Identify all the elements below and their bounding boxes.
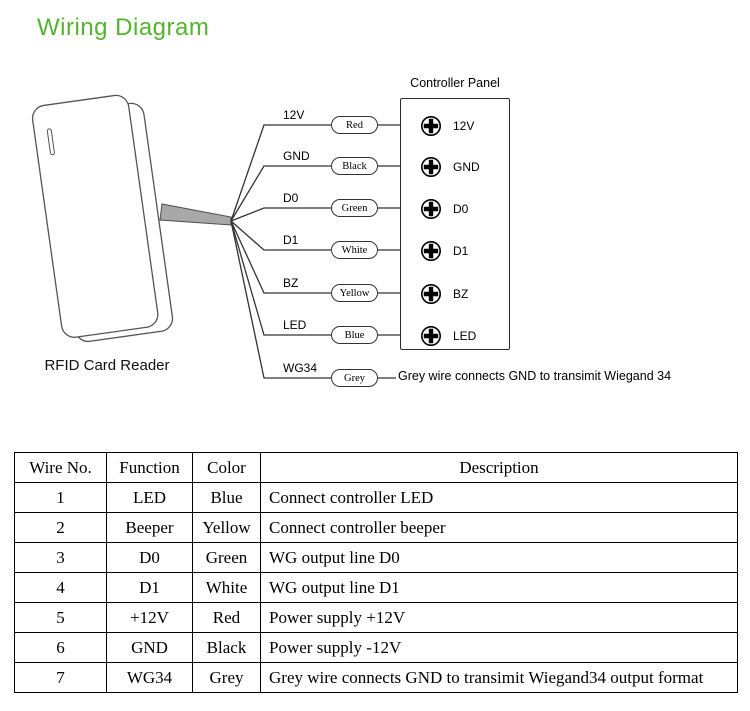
wire-line-wg34 <box>230 220 396 379</box>
table-cell-description: WG output line D1 <box>260 572 738 603</box>
table-cell-function: LED <box>106 482 193 513</box>
table-cell-color: Yellow <box>192 512 261 543</box>
screw-terminal-icon <box>421 157 441 177</box>
terminal-label: LED <box>453 329 477 343</box>
wire-signal-label: LED <box>283 318 307 332</box>
table-cell-function: Beeper <box>106 512 193 543</box>
table-cell-wire-no: 5 <box>14 602 107 633</box>
wire-signal-label: WG34 <box>283 361 318 375</box>
wiring-diagram: 12V GND D0 D1 BZ LED WG34 Red Black Gree… <box>0 68 750 500</box>
table-cell-color: Green <box>192 542 261 573</box>
screw-terminal-icon <box>421 326 441 346</box>
table-cell-wire-no: 3 <box>14 542 107 573</box>
table-header-description: Description <box>260 452 738 483</box>
table-header-wire-no: Wire No. <box>14 452 107 483</box>
wire-line-d1 <box>230 220 400 251</box>
table-header-function: Function <box>106 452 193 483</box>
screw-terminal-icon <box>421 241 441 261</box>
table-row: 5 +12V Red Power supply +12V <box>14 602 738 633</box>
table-cell-wire-no: 4 <box>14 572 107 603</box>
table-cell-color: Red <box>192 602 261 633</box>
terminal-row: BZ <box>420 283 468 305</box>
terminal-row: D1 <box>420 240 468 262</box>
table-cell-color: White <box>192 572 261 603</box>
wire-color-pill: Grey <box>331 369 378 387</box>
wire-signal-label: D0 <box>283 191 299 205</box>
table-row: 3 D0 Green WG output line D0 <box>14 542 738 573</box>
wire-signal-label: BZ <box>283 276 299 290</box>
wire-line-led <box>230 220 400 336</box>
wiring-table-section: Wire No. Function Color Description 1 LE… <box>14 452 738 693</box>
terminal-row: LED <box>420 325 476 347</box>
table-header-row: Wire No. Function Color Description <box>14 452 738 483</box>
wire-color-pill: Red <box>331 116 378 134</box>
table-cell-function: D1 <box>106 572 193 603</box>
wire-color-pill: Green <box>331 199 378 217</box>
table-row: 7 WG34 Grey Grey wire connects GND to tr… <box>14 662 738 693</box>
wire-line-12v <box>230 124 400 222</box>
table-row: 4 D1 White WG output line D1 <box>14 572 738 603</box>
cable <box>159 203 232 226</box>
wire-color-pill: Blue <box>331 326 378 344</box>
terminal-row: GND <box>420 156 480 178</box>
screw-terminal-icon <box>421 116 441 136</box>
page-title: Wiring Diagram <box>37 14 210 41</box>
table-row: 6 GND Black Power supply -12V <box>14 632 738 663</box>
terminal-label: D1 <box>453 244 469 258</box>
reader-label: RFID Card Reader <box>44 357 170 374</box>
wire-line-d0 <box>230 207 400 222</box>
wire-color-pill: Black <box>331 157 378 175</box>
table-cell-description: WG output line D0 <box>260 542 738 573</box>
table-row: 2 Beeper Yellow Connect controller beepe… <box>14 512 738 543</box>
screw-terminal-icon <box>421 284 441 304</box>
table-cell-function: WG34 <box>106 662 193 693</box>
table-cell-function: +12V <box>106 602 193 633</box>
wiring-table: Wire No. Function Color Description 1 LE… <box>14 452 738 693</box>
terminal-label: D0 <box>453 202 469 216</box>
terminal-label: GND <box>453 160 480 174</box>
table-cell-description: Connect controller beeper <box>260 512 738 543</box>
table-cell-function: D0 <box>106 542 193 573</box>
table-cell-wire-no: 2 <box>14 512 107 543</box>
terminal-row: 12V <box>420 115 474 137</box>
table-cell-description: Connect controller LED <box>260 482 738 513</box>
terminal-label: 12V <box>453 119 475 133</box>
terminal-row: D0 <box>420 198 468 220</box>
screw-terminal-icon <box>421 199 441 219</box>
wire-line-gnd <box>230 165 400 222</box>
table-cell-function: GND <box>106 632 193 663</box>
wire-signal-label: 12V <box>283 108 305 122</box>
table-cell-wire-no: 6 <box>14 632 107 663</box>
wire-line-bz <box>230 220 400 294</box>
wire-signal-label: GND <box>283 149 310 163</box>
wg34-note: Grey wire connects GND to transimit Wieg… <box>398 369 672 383</box>
wire-signal-label: D1 <box>283 233 299 247</box>
wire-color-pill: Yellow <box>331 284 378 302</box>
terminal-label: BZ <box>453 287 469 301</box>
table-cell-wire-no: 7 <box>14 662 107 693</box>
controller-panel-box: 12V GND D0 D1 BZ LED <box>400 98 510 350</box>
rfid-reader-shape <box>31 94 174 343</box>
table-cell-color: Blue <box>192 482 261 513</box>
table-row: 1 LED Blue Connect controller LED <box>14 482 738 513</box>
table-cell-description: Power supply +12V <box>260 602 738 633</box>
table-cell-wire-no: 1 <box>14 482 107 513</box>
table-cell-color: Grey <box>192 662 261 693</box>
table-header-color: Color <box>192 452 261 483</box>
table-cell-description: Power supply -12V <box>260 632 738 663</box>
wiring-diagram-graphic <box>31 94 400 379</box>
table-cell-color: Black <box>192 632 261 663</box>
controller-panel-title: Controller Panel <box>410 76 500 90</box>
wire-color-pill: White <box>331 241 378 259</box>
table-cell-description: Grey wire connects GND to transimit Wieg… <box>260 662 738 693</box>
